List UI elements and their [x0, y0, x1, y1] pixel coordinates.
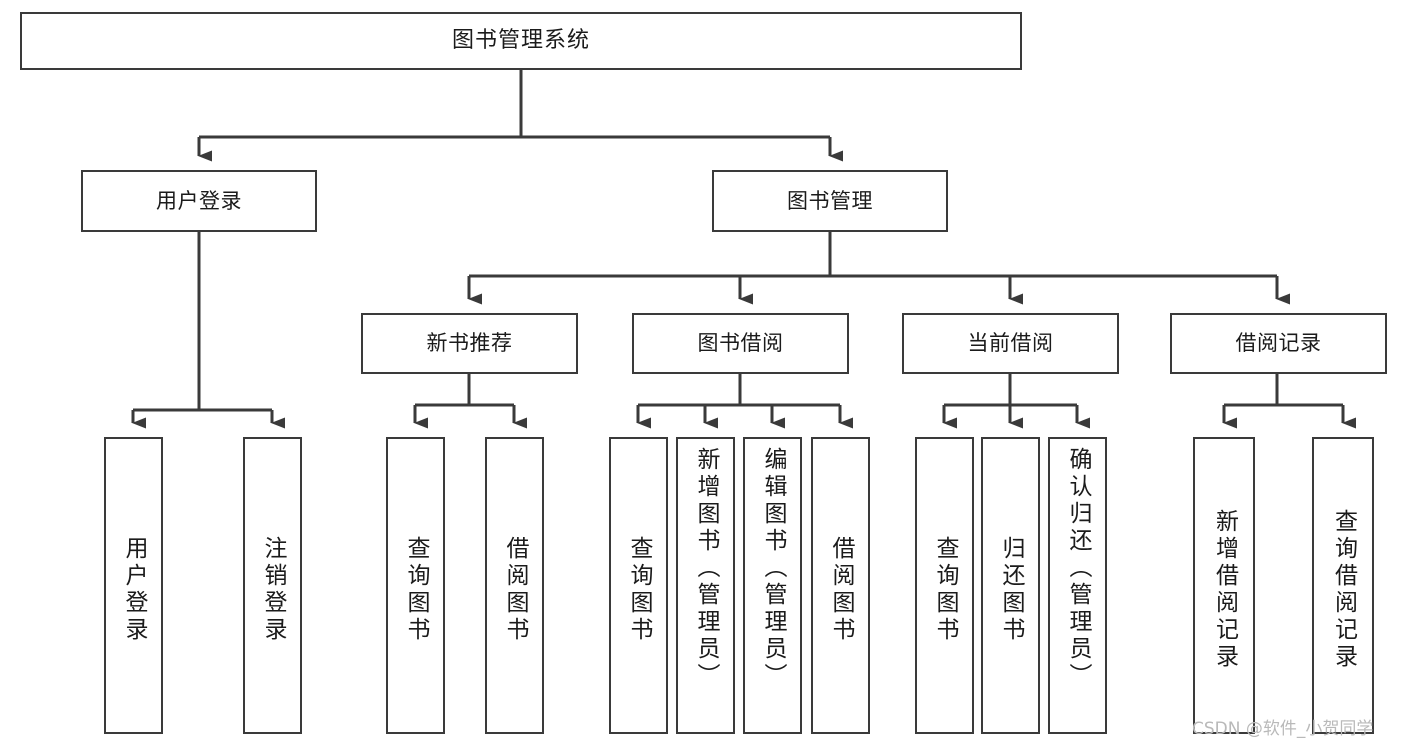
csdn-watermark: CSDN @软件_小贺同学 [1192, 719, 1374, 739]
node-label: 图书管理 [787, 188, 873, 213]
leaf-query-books-new[interactable]: 查询图书 [386, 437, 445, 734]
node-user-login[interactable]: 用户登录 [81, 170, 317, 232]
leaf-return-books[interactable]: 归还图书 [981, 437, 1040, 734]
node-current-borrow[interactable]: 当前借阅 [902, 313, 1119, 374]
leaf-edit-book-admin[interactable]: 编辑图书（管理员） [743, 437, 802, 734]
leaf-query-books-current[interactable]: 查询图书 [915, 437, 974, 734]
leaf-logout[interactable]: 注销登录 [243, 437, 302, 734]
node-label: 查询图书 [626, 535, 652, 644]
leaf-borrow-books[interactable]: 借阅图书 [811, 437, 870, 734]
node-label: 新书推荐 [426, 331, 513, 356]
node-label: 查询图书 [932, 535, 958, 644]
node-label: 用户登录 [121, 535, 147, 644]
leaf-borrow-books-new[interactable]: 借阅图书 [485, 437, 544, 734]
node-label: 用户登录 [156, 188, 242, 213]
leaf-add-borrow-record[interactable]: 新增借阅记录 [1193, 437, 1255, 734]
node-label: 借阅记录 [1235, 331, 1322, 356]
leaf-user-login[interactable]: 用户登录 [104, 437, 163, 734]
node-label: 借阅图书 [828, 535, 854, 644]
leaf-confirm-return-admin[interactable]: 确认归还（管理员） [1048, 437, 1107, 734]
node-label: 查询借阅记录 [1330, 508, 1357, 671]
leaf-query-borrow-record[interactable]: 查询借阅记录 [1312, 437, 1374, 734]
node-label: 借阅图书 [502, 535, 528, 644]
node-label: 当前借阅 [967, 331, 1054, 356]
node-book-management[interactable]: 图书管理 [712, 170, 948, 232]
node-label: 归还图书 [998, 535, 1024, 644]
node-label: 查询图书 [403, 535, 429, 644]
node-new-book-recommend[interactable]: 新书推荐 [361, 313, 578, 374]
node-borrow-record[interactable]: 借阅记录 [1170, 313, 1387, 374]
node-label: 确认归还（管理员） [1065, 447, 1091, 690]
leaf-add-book-admin[interactable]: 新增图书（管理员） [676, 437, 735, 734]
leaf-query-books-borrow[interactable]: 查询图书 [609, 437, 668, 734]
node-label: 新增借阅记录 [1211, 508, 1238, 671]
node-label: 图书管理系统 [451, 28, 590, 54]
node-root-system[interactable]: 图书管理系统 [20, 12, 1022, 70]
node-book-borrow[interactable]: 图书借阅 [632, 313, 849, 374]
node-label: 新增图书（管理员） [693, 447, 719, 690]
node-label: 编辑图书（管理员） [760, 447, 786, 690]
node-label: 注销登录 [260, 535, 286, 644]
node-label: 图书借阅 [697, 331, 784, 356]
